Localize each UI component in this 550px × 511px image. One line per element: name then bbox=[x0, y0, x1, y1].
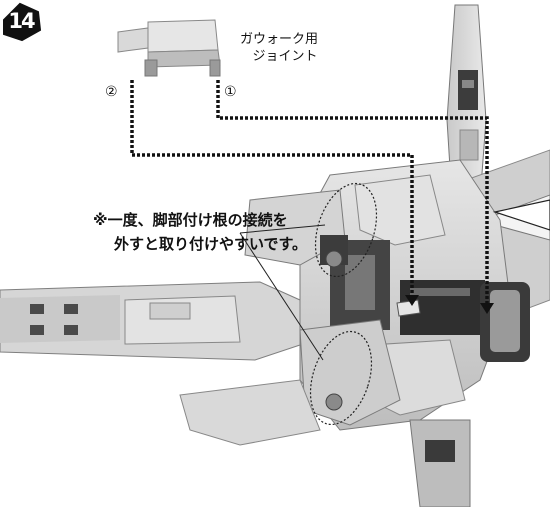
guide-path-2 bbox=[130, 80, 419, 306]
part-name-line1: ガウォーク用 bbox=[240, 32, 319, 47]
gerwalk-joint-part bbox=[117, 19, 221, 77]
lower-leg-part bbox=[179, 319, 471, 508]
part-name-line2: ジョイント bbox=[252, 49, 318, 64]
inserted-joint bbox=[396, 299, 421, 317]
part-name-label: ガウォーク用 ジョイント bbox=[240, 31, 318, 65]
left-arm-part bbox=[0, 281, 301, 361]
highlight-circle-lower bbox=[309, 330, 373, 426]
marker-2: ② bbox=[105, 84, 118, 100]
leader-line-upper bbox=[239, 224, 326, 234]
highlight-circle-upper bbox=[314, 182, 378, 278]
note-line2: 外すと取り付けやすいです。 bbox=[114, 235, 308, 253]
step-number: 14 bbox=[8, 9, 35, 33]
marker-1: ① bbox=[224, 84, 237, 100]
upper-leg-part bbox=[446, 4, 487, 201]
connection-point-upper bbox=[325, 250, 343, 268]
guide-path-1 bbox=[216, 80, 494, 314]
note-line1: ※一度、脚部付け根の接続を bbox=[93, 211, 288, 229]
view-pointer bbox=[492, 199, 550, 231]
leader-line-lower bbox=[239, 232, 324, 361]
step-badge: 14 bbox=[1, 1, 41, 41]
assembly-note: ※一度、脚部付け根の接続を 外すと取り付けやすいです。 bbox=[93, 208, 307, 256]
step-badge-shape bbox=[3, 2, 42, 42]
connection-point-lower bbox=[325, 393, 343, 411]
